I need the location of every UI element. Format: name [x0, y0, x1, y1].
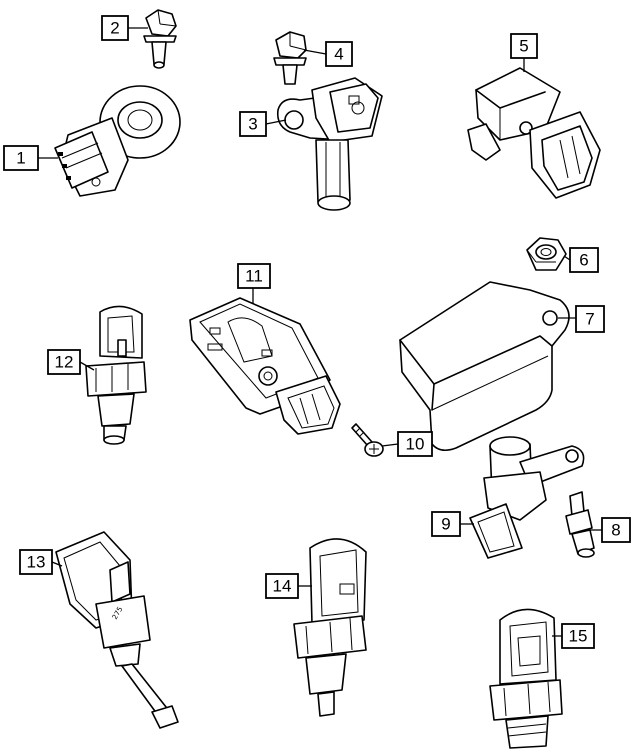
callout-9: 9 [431, 511, 461, 537]
svg-text:4: 4 [334, 45, 343, 64]
part-1-knock-sensor[interactable] [54, 85, 181, 197]
part-5-map-sensor[interactable] [467, 67, 601, 199]
callout-4: 4 [325, 41, 353, 67]
callout-8: 8 [601, 517, 631, 543]
callout-5: 5 [510, 33, 538, 59]
callout-3: 3 [239, 111, 267, 137]
part-15-oil-pressure-sensor[interactable] [489, 608, 563, 749]
callout-10: 10 [397, 431, 433, 457]
callout-1: 1 [3, 145, 39, 171]
svg-text:1: 1 [16, 149, 25, 168]
callout-2: 2 [101, 15, 129, 41]
svg-text:2: 2 [110, 19, 119, 38]
part-14-coolant-sensor[interactable] [293, 538, 367, 717]
callout-6: 6 [569, 247, 599, 273]
callout-13: 13 [19, 549, 53, 575]
svg-text:13: 13 [27, 553, 46, 572]
part-12-pressure-sensor[interactable] [85, 305, 147, 445]
svg-text:11: 11 [245, 267, 263, 286]
callout-12: 12 [47, 349, 81, 375]
svg-text:5: 5 [519, 37, 528, 56]
svg-text:9: 9 [441, 515, 450, 534]
part-9-crank-sensor[interactable] [469, 436, 585, 559]
part-10-screw[interactable] [351, 423, 384, 457]
svg-text:12: 12 [55, 353, 74, 372]
leader-lines [38, 27, 602, 637]
callout-15: 15 [561, 623, 595, 649]
svg-text:6: 6 [579, 251, 588, 270]
callout-14: 14 [265, 573, 299, 599]
svg-text:7: 7 [585, 310, 594, 329]
svg-text:15: 15 [569, 627, 588, 646]
part-6-nut[interactable] [526, 237, 567, 271]
part-11-maf-sensor[interactable] [189, 297, 341, 435]
part-4-bolt[interactable] [273, 31, 307, 85]
part-7-control-module[interactable] [399, 281, 570, 452]
part-2-bolt[interactable] [143, 9, 177, 69]
part-3-camshaft-sensor[interactable] [276, 77, 383, 211]
callout-11: 11 [237, 263, 271, 289]
svg-text:10: 10 [406, 435, 425, 454]
svg-text:14: 14 [273, 577, 292, 596]
svg-text:3: 3 [248, 115, 257, 134]
part-13-temp-probe-sensor[interactable]: 275 [55, 531, 179, 729]
part-8-temp-sensor[interactable] [565, 491, 595, 558]
callout-7: 7 [575, 305, 605, 333]
svg-text:8: 8 [611, 521, 620, 540]
